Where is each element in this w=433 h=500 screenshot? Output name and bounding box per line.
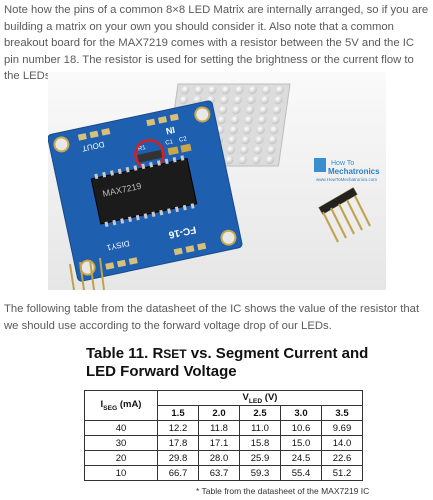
led-dot (239, 145, 249, 155)
led-dot (260, 95, 270, 105)
table-title: Table 11. RSET vs. Segment Current and L… (86, 345, 369, 380)
led-dot (229, 125, 238, 135)
led-dot (256, 125, 265, 135)
led-dot (238, 155, 248, 165)
led-dot (254, 135, 264, 145)
watermark-url: www.HowToMechatronics.com (316, 177, 377, 182)
led-dot (194, 85, 203, 95)
led-dot (218, 105, 228, 115)
led-dot (248, 85, 257, 95)
led-dot (207, 85, 217, 95)
header-pins-right (318, 187, 371, 243)
label-in: IN (165, 125, 176, 137)
label-c2: C2 (179, 136, 188, 144)
led-dot (272, 105, 282, 115)
led-dot (259, 105, 268, 115)
voltage-header: 3.5 (321, 405, 363, 421)
led-dot (234, 85, 244, 95)
label-c1: C1 (165, 139, 174, 147)
led-dot (224, 155, 234, 165)
voltage-header: 2.5 (239, 405, 281, 421)
led-dot (217, 115, 226, 125)
led-dot (268, 135, 277, 145)
led-dot (221, 85, 230, 95)
led-dot (192, 95, 202, 105)
voltage-header: 1.5 (157, 405, 199, 421)
intro-paragraph: Note how the pins of a common 8×8 LED Ma… (4, 4, 429, 83)
led-dot (219, 95, 229, 105)
led-dot (261, 85, 271, 95)
voltage-header: 2.0 (198, 405, 240, 421)
led-dot (266, 145, 276, 155)
led-dot (244, 115, 253, 125)
led-dot (246, 95, 256, 105)
pcb-board: DOUT IN R1 C1 C2 MAX7219 (48, 100, 243, 282)
label-r1: R1 (138, 145, 147, 153)
table-intro-paragraph: The following table from the datasheet o… (4, 303, 420, 332)
iseg-header: ISEG (mA) (84, 390, 158, 421)
led-dot (232, 105, 241, 115)
table-caption: * Table from the datasheet of the MAX721… (196, 486, 370, 496)
led-dot (271, 115, 280, 125)
led-dot (227, 135, 237, 145)
led-dot (230, 115, 240, 125)
voltage-header: 3.0 (280, 405, 322, 421)
led-dot (275, 85, 284, 95)
max7219-board-photo: How To Mechatronics www.HowToMechatronic… (48, 72, 386, 290)
header-pins-left (69, 257, 105, 290)
led-dot (226, 145, 236, 155)
watermark-title: How To (331, 160, 354, 167)
vled-header: VLED (V) (157, 390, 363, 406)
led-dot (180, 85, 190, 95)
led-dot (265, 155, 275, 165)
led-dot (251, 155, 261, 165)
led-dot (179, 95, 189, 105)
resistor-table: ISEG (mA) VLED (V) 1.5 2.0 2.5 3.0 3.5 4… (84, 390, 363, 481)
led-dot (269, 125, 279, 135)
watermark-brand: Mechatronics (328, 167, 380, 176)
led-dot (242, 125, 252, 135)
led-dot (257, 115, 267, 125)
led-dot (253, 145, 263, 155)
watermark-logo: How To Mechatronics www.HowToMechatronic… (314, 158, 380, 182)
led-dot (273, 95, 283, 105)
led-dot (233, 95, 243, 105)
led-dot (245, 105, 255, 115)
led-dot (241, 135, 250, 145)
